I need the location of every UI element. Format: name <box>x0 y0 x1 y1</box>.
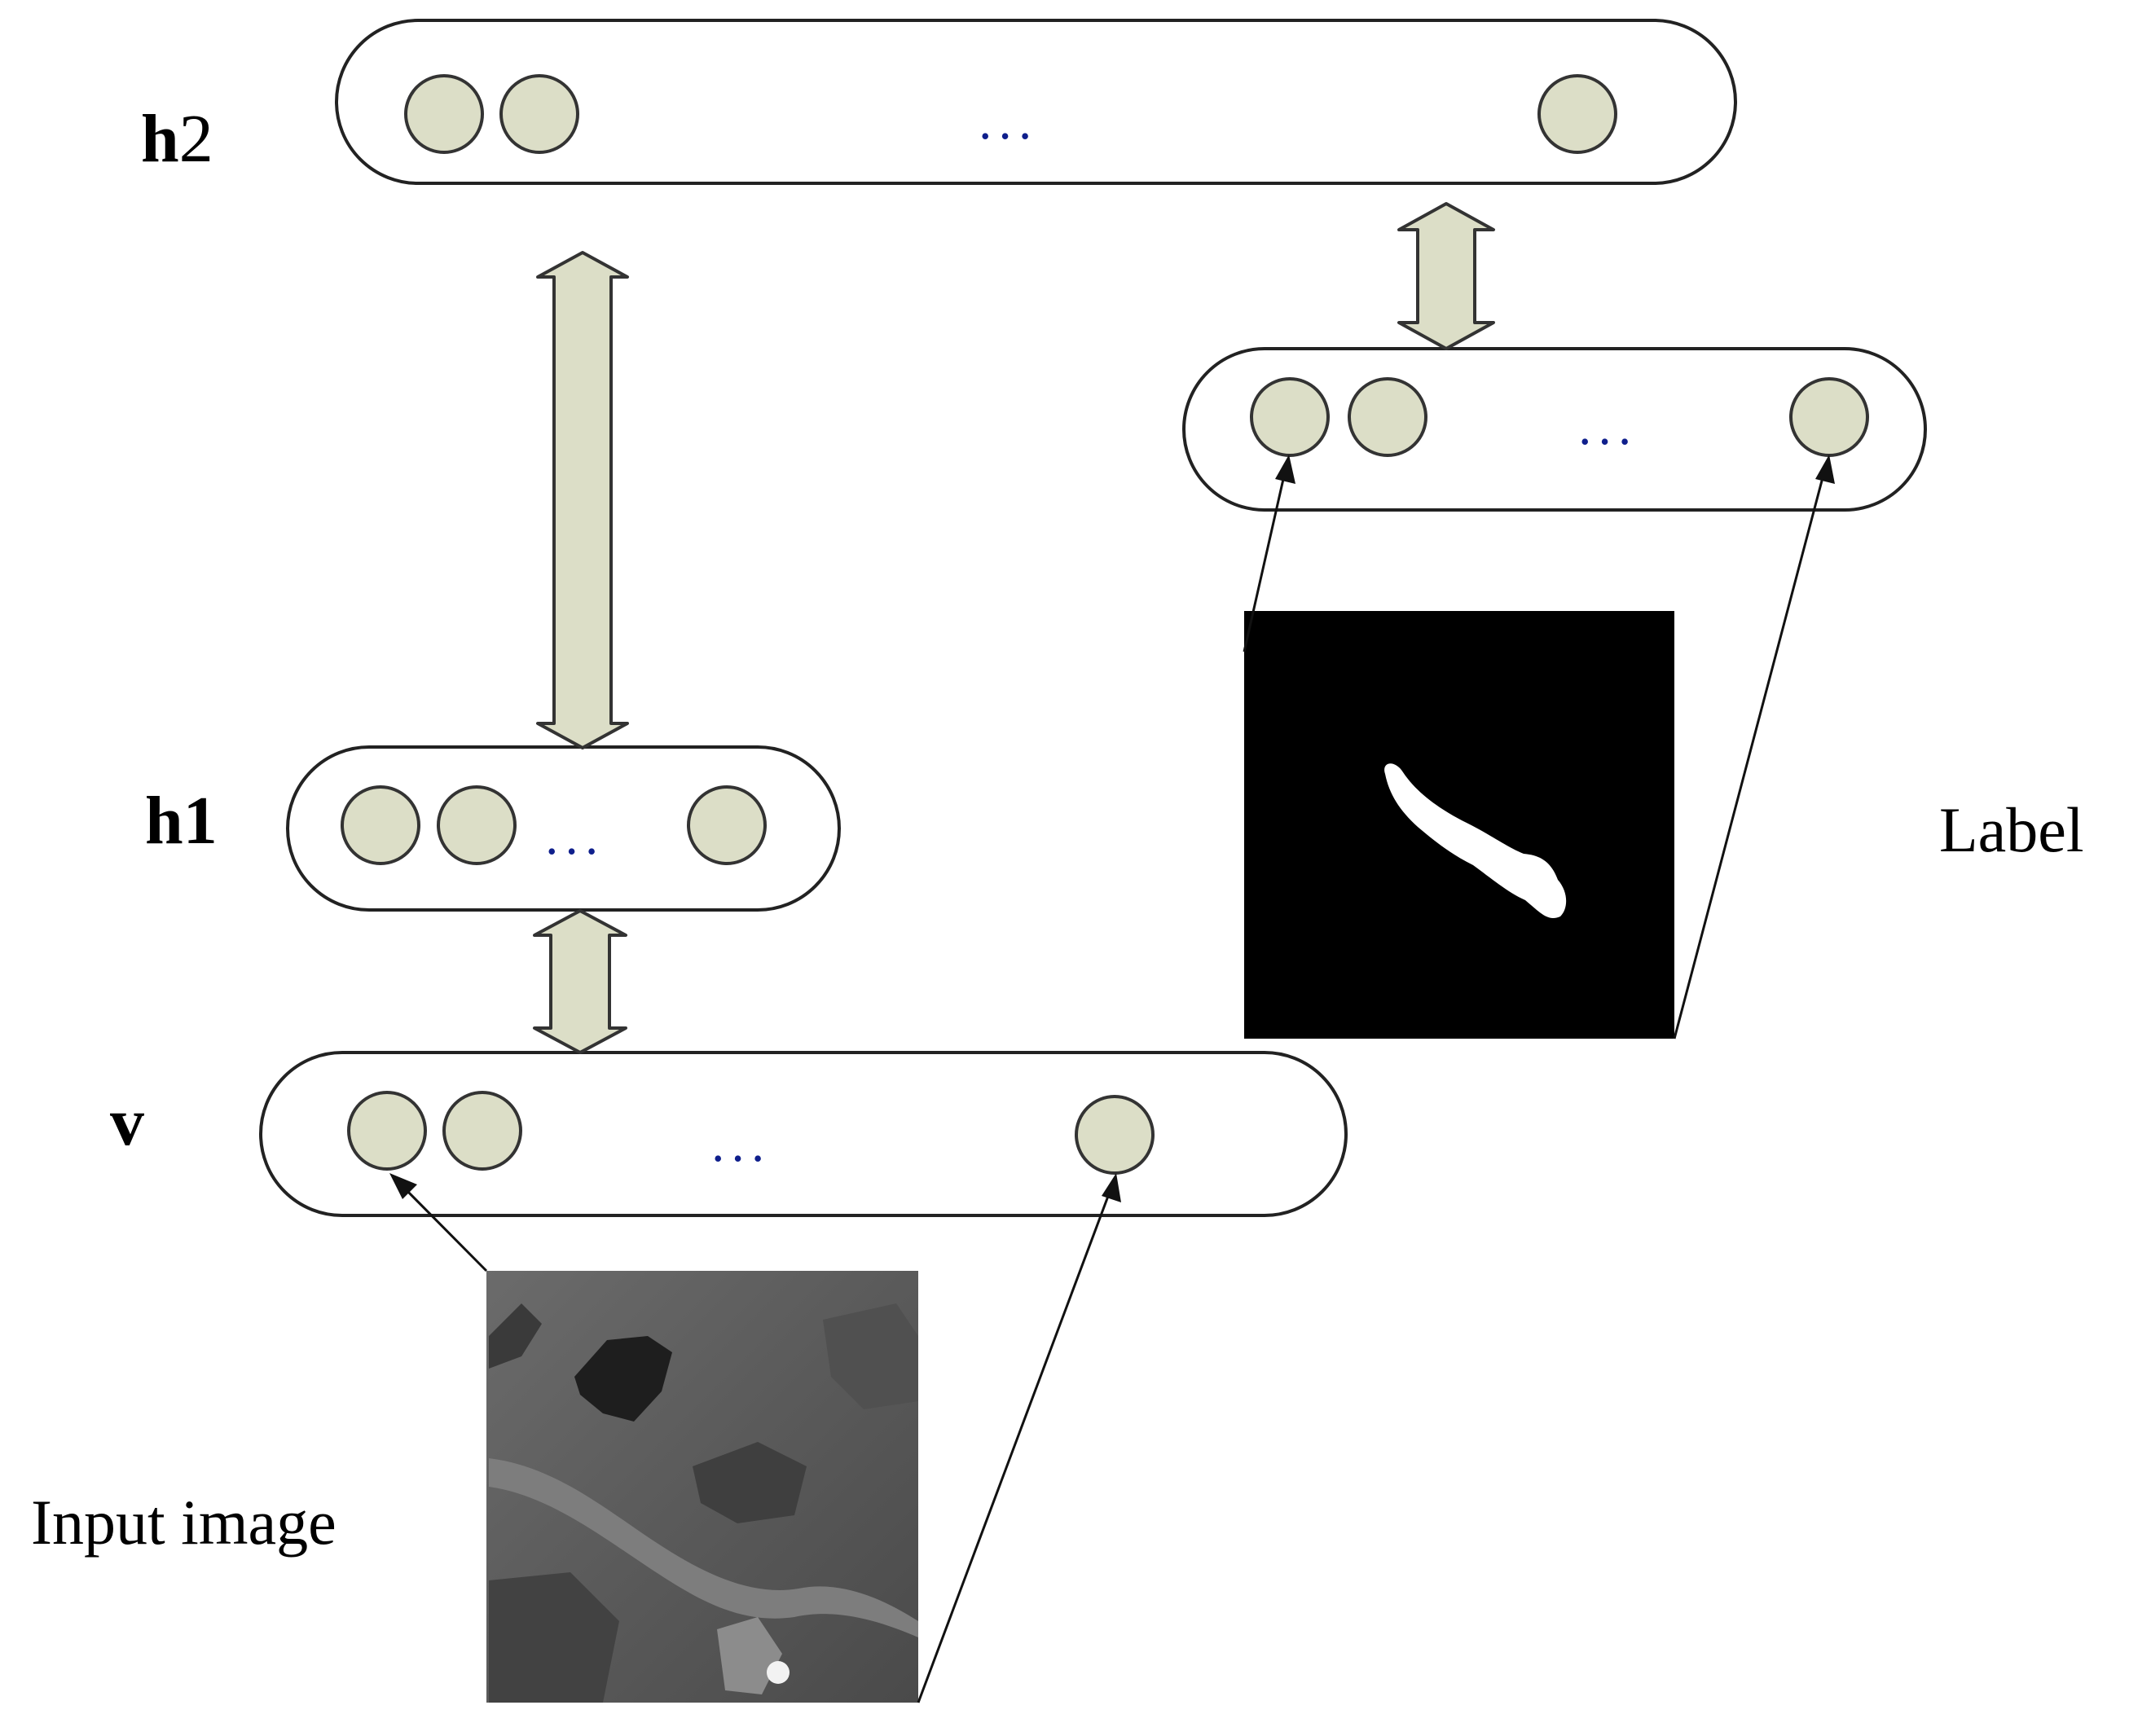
input-image-dark-region <box>489 1303 542 1369</box>
input-image <box>486 1271 918 1703</box>
connector-input-to-v-first <box>396 1180 488 1272</box>
layer-h2: ... <box>335 19 1737 185</box>
arrowhead-label-to-unit-last <box>1815 455 1835 484</box>
h2-unit <box>404 74 484 154</box>
connector-label-to-unit-first <box>1243 468 1287 653</box>
layer-label-units: ... <box>1182 347 1927 512</box>
h2-ellipsis: ... <box>978 94 1037 150</box>
label-unit <box>1789 377 1869 457</box>
v-unit <box>442 1091 522 1171</box>
input-image-bright-spot <box>767 1661 790 1684</box>
connector-label-to-unit-last <box>1673 468 1827 1039</box>
v-unit <box>347 1091 427 1171</box>
connector-input-to-v-last <box>917 1184 1114 1703</box>
input-image-dark-region <box>823 1303 918 1409</box>
layer-h2-box <box>335 19 1737 185</box>
bidirectional-arrow-h1-v <box>533 909 627 1054</box>
input-image-dark-region <box>489 1572 619 1703</box>
caption-input-image: Input image <box>31 1487 337 1558</box>
layer-label-h2-bold: h <box>141 101 179 177</box>
input-image-river <box>489 1458 918 1637</box>
input-image-bright-region <box>717 1617 782 1694</box>
caption-label: Label <box>1939 794 2084 865</box>
h1-unit <box>687 785 767 865</box>
arrowhead-input-to-v-last <box>1102 1173 1121 1202</box>
label-unit <box>1348 377 1427 457</box>
v-ellipsis: ... <box>710 1117 770 1172</box>
label-image <box>1244 611 1674 1039</box>
layer-v-box <box>259 1051 1348 1217</box>
label-image-stroke <box>1384 763 1567 919</box>
layer-h1: ... <box>286 745 841 912</box>
h2-unit <box>1537 74 1617 154</box>
layer-label-h1-rest: 1 <box>183 783 218 859</box>
layer-v: ... <box>259 1051 1348 1217</box>
bidirectional-arrow-h2-label <box>1397 202 1495 350</box>
v-unit <box>1075 1095 1155 1175</box>
layer-h1-box <box>286 745 841 912</box>
h1-unit <box>341 785 420 865</box>
layer-label-h2-rest: 2 <box>179 101 213 177</box>
h2-unit <box>499 74 579 154</box>
label-unit <box>1250 377 1330 457</box>
layer-label-h2: h2 <box>141 101 213 177</box>
arrowhead-input-to-v-first <box>389 1173 417 1199</box>
label-layer-ellipsis: ... <box>1577 400 1637 455</box>
layer-label-v: v <box>110 1084 144 1160</box>
h1-ellipsis: ... <box>544 810 604 865</box>
input-image-dark-region <box>574 1336 672 1422</box>
layer-label-h1-bold: h <box>145 783 183 859</box>
bidirectional-arrow-h2-h1 <box>536 251 629 749</box>
input-image-dark-region <box>693 1442 807 1523</box>
layer-label-h1: h1 <box>145 783 218 859</box>
h1-unit <box>437 785 517 865</box>
arrowhead-label-to-unit-first <box>1275 455 1295 484</box>
